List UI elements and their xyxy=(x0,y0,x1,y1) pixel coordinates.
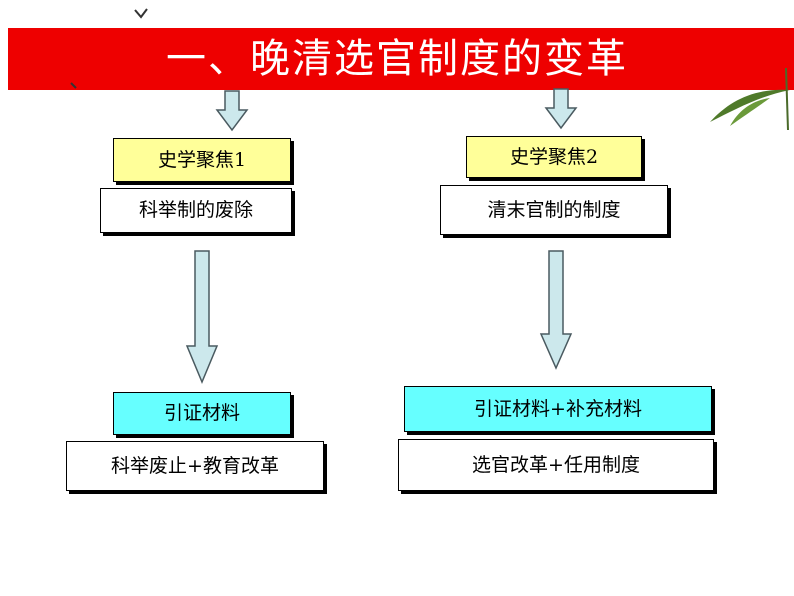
material-label-1: 引证材料 xyxy=(163,402,240,424)
result-label-2: 选官改革+任用制度 xyxy=(472,454,640,476)
topic-box-1: 科举制的废除 xyxy=(100,188,292,233)
topic-label-2: 清末官制的制度 xyxy=(487,199,621,221)
focus-box-1: 史学聚焦1 xyxy=(113,138,291,182)
result-box-1: 科举废止+教育改革 xyxy=(66,441,324,491)
topic-label-1: 科举制的废除 xyxy=(138,199,253,221)
material-box-1: 引证材料 xyxy=(113,392,291,435)
bamboo-leaf-icon xyxy=(710,67,790,130)
arrow-down-icon xyxy=(215,90,249,132)
arrow-down-icon xyxy=(185,250,219,384)
material-box-2: 引证材料+补充材料 xyxy=(404,386,712,432)
title-banner xyxy=(8,28,794,90)
focus-box-2: 史学聚焦2 xyxy=(466,136,642,178)
arrow-down-icon xyxy=(539,250,573,370)
arrow-down-icon xyxy=(544,88,578,130)
result-box-2: 选官改革+任用制度 xyxy=(398,439,714,491)
result-label-1: 科举废止+教育改革 xyxy=(111,455,279,477)
material-label-2: 引证材料+补充材料 xyxy=(474,398,642,420)
page-title: 一、晚清选官制度的变革 xyxy=(166,36,628,82)
decorative-mark-icon xyxy=(134,8,148,19)
topic-box-2: 清末官制的制度 xyxy=(440,185,668,235)
decorative-dot-icon xyxy=(70,82,77,89)
focus-label-2: 史学聚焦2 xyxy=(509,146,599,168)
focus-label-1: 史学聚焦1 xyxy=(157,149,247,171)
